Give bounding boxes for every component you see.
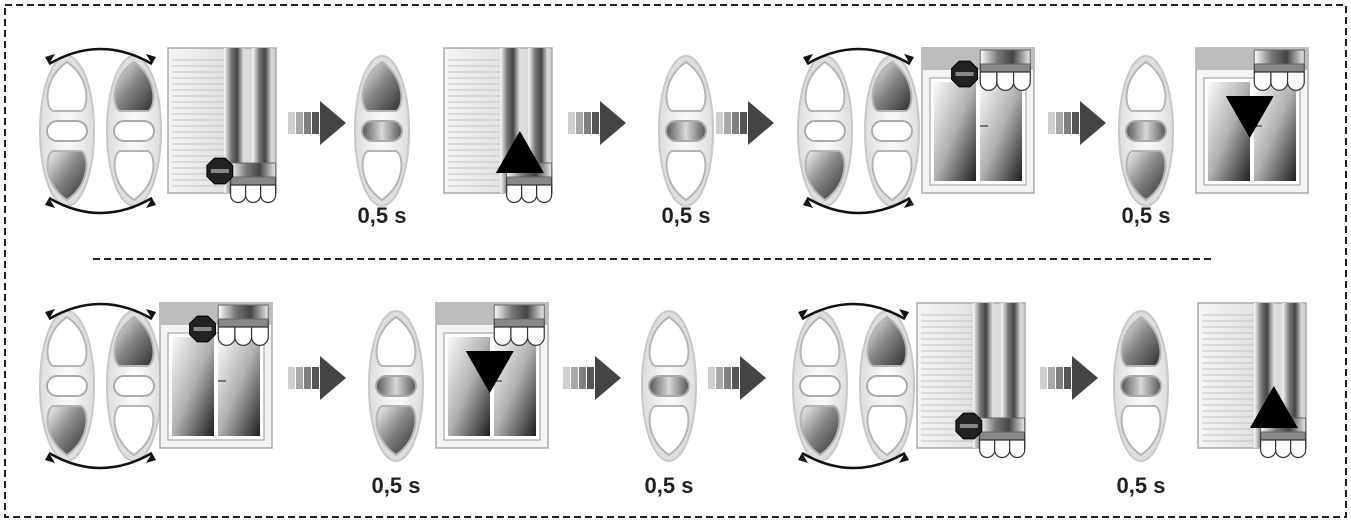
- shutter-window-up: [443, 47, 553, 204]
- shutter-window: [167, 47, 277, 204]
- arrowhead-icon: [146, 198, 156, 208]
- arrowhead-icon: [146, 54, 156, 64]
- remote-right-0: [864, 55, 920, 207]
- duration-label: 0,5 s: [1116, 473, 1166, 498]
- double-arrow-icon: [48, 47, 153, 66]
- duration-label: 0,5 s: [371, 473, 421, 498]
- remote-single-press: [1113, 310, 1169, 462]
- duration-label: 0,5 s: [357, 203, 407, 228]
- up-arrow-icon: [495, 131, 544, 173]
- remote-double-press: [797, 47, 920, 215]
- arrowhead-icon: [146, 453, 156, 463]
- remote-single-press: [658, 55, 714, 207]
- step-arrow: [563, 356, 621, 400]
- awning-window: [921, 47, 1035, 194]
- remote-double-press: [39, 47, 162, 215]
- shutter-window-up: [1197, 302, 1307, 459]
- remote-right-0: [106, 55, 162, 207]
- remote-double-press: [39, 302, 162, 470]
- shutter-window: [916, 302, 1026, 459]
- step-arrow: [1048, 101, 1106, 145]
- remote-left-1: [792, 310, 848, 462]
- arrowhead-icon: [45, 198, 55, 208]
- arrowhead-icon: [803, 198, 813, 208]
- remote-double-press: [792, 302, 915, 470]
- arrowhead-icon: [904, 198, 914, 208]
- remote-single-press: [354, 55, 410, 207]
- awning-window: [159, 302, 273, 449]
- awning-window-down: [1195, 47, 1309, 194]
- outer-dashed-frame: [4, 4, 1347, 518]
- step-arrow: [288, 101, 346, 145]
- remote-left-0: [797, 55, 853, 207]
- step-arrow: [716, 101, 774, 145]
- down-arrow-icon: [1225, 96, 1274, 138]
- arrowhead-icon: [899, 453, 909, 463]
- awning-window-down: [435, 302, 549, 449]
- step-arrow: [1040, 356, 1098, 400]
- double-arrow-icon: [806, 47, 911, 66]
- down-arrow-icon: [465, 351, 514, 393]
- remote-right-1: [859, 310, 915, 462]
- arrowhead-icon: [904, 54, 914, 64]
- double-arrow-icon: [801, 302, 906, 321]
- arrowhead-icon: [798, 309, 808, 319]
- arrowhead-icon: [803, 54, 813, 64]
- step-arrow: [708, 356, 766, 400]
- double-arrow-icon: [48, 196, 153, 215]
- remote-single-press: [641, 310, 697, 462]
- arrowhead-icon: [146, 309, 156, 319]
- remote-left-0: [39, 55, 95, 207]
- arrowhead-icon: [899, 309, 909, 319]
- remote-single-press: [1118, 55, 1174, 207]
- arrowhead-icon: [45, 453, 55, 463]
- arrowhead-icon: [45, 309, 55, 319]
- arrowhead-icon: [45, 54, 55, 64]
- double-arrow-icon: [806, 196, 911, 215]
- duration-label: 0,5 s: [1121, 203, 1171, 228]
- remote-left-1: [39, 310, 95, 462]
- remote-right-1: [106, 310, 162, 462]
- step-arrow: [288, 356, 346, 400]
- double-arrow-icon: [48, 451, 153, 470]
- step-arrow: [568, 101, 626, 145]
- arrowhead-icon: [798, 453, 808, 463]
- double-arrow-icon: [801, 451, 906, 470]
- duration-label: 0,5 s: [644, 473, 694, 498]
- duration-label: 0,5 s: [661, 203, 711, 228]
- up-arrow-icon: [1249, 386, 1298, 428]
- double-arrow-icon: [48, 302, 153, 321]
- remote-single-press: [368, 310, 424, 462]
